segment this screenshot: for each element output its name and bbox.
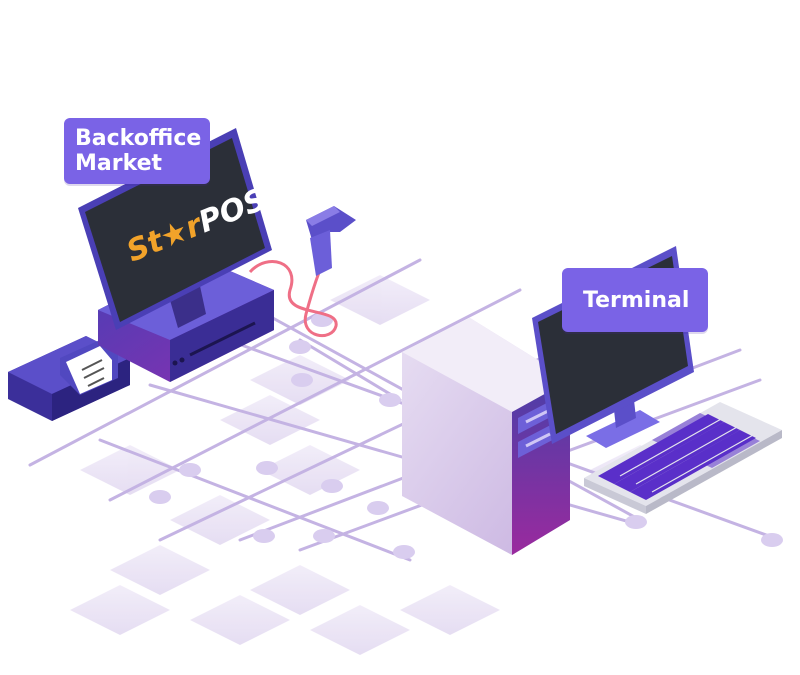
barcode-scanner-icon [306, 206, 356, 276]
network-nodes [149, 313, 783, 559]
floor-tile [170, 495, 270, 545]
network-node [179, 463, 201, 477]
floor-tile [110, 545, 210, 595]
pos-monitor-icon [78, 128, 272, 330]
receipt-printer-icon [8, 336, 130, 421]
network-node [367, 501, 389, 515]
network-node [379, 393, 401, 407]
network-node [321, 479, 343, 493]
keyboard-icon [584, 402, 782, 514]
terminal-label-text: Terminal [583, 288, 690, 313]
floor-tile [330, 275, 430, 325]
backoffice-label-line2: Market [75, 151, 163, 176]
network-node [253, 529, 275, 543]
backoffice-label-line1: Backoffice [75, 126, 202, 151]
floor-tile [400, 585, 500, 635]
scanner-cable [248, 260, 338, 337]
backoffice-market-label: Backoffice Market [64, 118, 210, 184]
network-node [149, 490, 171, 504]
network-node [289, 340, 311, 354]
network-node [761, 533, 783, 547]
floor-tile [190, 595, 290, 645]
network-node [291, 373, 313, 387]
floor-tile [250, 565, 350, 615]
network-node [313, 529, 335, 543]
floor-tile [70, 585, 170, 635]
floor-tile [310, 605, 410, 655]
network-node [625, 515, 647, 529]
network-node [393, 545, 415, 559]
terminal-label: Terminal [562, 268, 708, 332]
floor-tile [80, 445, 180, 495]
network-node [256, 461, 278, 475]
